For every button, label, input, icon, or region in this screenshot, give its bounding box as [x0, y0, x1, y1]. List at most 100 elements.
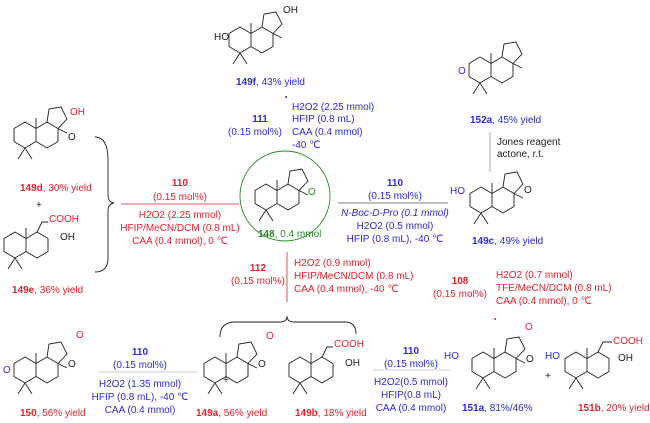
- catalyst-loading: (0.15 mol%): [113, 360, 167, 371]
- group-o: O: [526, 354, 534, 365]
- compound-id: 149d: [20, 183, 43, 194]
- compound-yield: , 43% yield: [256, 77, 305, 88]
- condition: CAA (0.4 mmol): [376, 403, 447, 414]
- condition: H2O2 (2.25 mmol): [292, 102, 374, 113]
- svg-text:149b, 18% yield: 149b, 18% yield: [295, 408, 367, 419]
- compound-yield: , 36% yield: [34, 285, 83, 296]
- condition: N-Boc-D-Pro (0.1 mmol): [341, 208, 449, 219]
- group-oh: OH: [618, 353, 633, 364]
- jones-reagent: Jones reagent: [497, 137, 561, 148]
- catalyst-label: 112: [250, 263, 267, 274]
- catalyst-loading: (0.15 mol%): [228, 127, 282, 138]
- group-o: O: [68, 132, 76, 143]
- group-o: O: [524, 185, 532, 196]
- catalyst-loading: (0.15 mol%): [384, 359, 438, 370]
- compound-150: O O O 150, 56% yield: [3, 330, 86, 419]
- condition: CAA (0.4 mmol): [292, 127, 363, 138]
- group-carbonyl-o: O: [266, 331, 274, 342]
- group-cooh: COOH: [49, 214, 79, 225]
- group-o: O: [68, 359, 76, 370]
- group-ho: HO: [444, 351, 459, 362]
- group-ho: HO: [214, 32, 229, 43]
- condition: HFIP/MeCN/DCM (0.8 mL): [120, 223, 239, 234]
- compound-yield: , 56% yield: [37, 408, 86, 419]
- svg-text:151a, 81%/46%: 151a, 81%/46%: [462, 403, 533, 414]
- group-carbonyl-o: O: [525, 322, 533, 333]
- condition: HFIP (0.8 mL), -40 ℃: [347, 234, 444, 245]
- condition: H2O2 (1.35 mmol): [99, 379, 181, 390]
- svg-text:149a, 56% yield: 149a, 56% yield: [196, 408, 267, 419]
- condition: H2O2 (0.7 mmol): [496, 270, 573, 281]
- group-cooh: COOH: [613, 336, 643, 347]
- group-cooh: COOH: [334, 339, 364, 350]
- group-ketone-o: O: [458, 66, 466, 77]
- compound-id: 148: [258, 229, 275, 240]
- compound-149c: HO O 149c, 49% yield: [450, 171, 543, 247]
- jones-solvent: actone, r.t.: [497, 149, 544, 160]
- svg-text:149d, 30% yield: 149d, 30% yield: [20, 183, 92, 194]
- compound-id: 150: [20, 408, 37, 419]
- condition: H2O2 (0.9 mmol): [294, 258, 371, 269]
- plus-sign: +: [36, 200, 42, 211]
- catalyst-label: 110: [172, 178, 189, 189]
- compound-amount: , 0.4 mmol: [275, 229, 322, 240]
- condition: CAA (0.4 mmol), 0 ℃: [132, 236, 228, 247]
- compound-yield: , 49% yield: [494, 236, 543, 247]
- catalyst-loading: (0.15 mol%): [231, 276, 285, 287]
- compound-id: 149f: [236, 77, 257, 88]
- compound-yield: , 18% yield: [318, 408, 367, 419]
- condition: TFE/MeCN/DCM (0.8 mL): [496, 283, 612, 294]
- catalyst-loading: (0.15 mol%): [153, 192, 207, 203]
- group-ho: HO: [450, 186, 465, 197]
- plus-sign: +: [223, 375, 229, 386]
- compound-148: O 148, 0.4 mmol: [239, 150, 331, 242]
- catalyst-label: 108: [452, 276, 469, 287]
- condition: H2O2(0.5 mmol): [374, 377, 448, 388]
- condition: -40 ℃: [292, 140, 320, 151]
- arrow-head: [494, 318, 496, 320]
- bracket-left: [94, 136, 115, 273]
- compound-id: 151a: [462, 403, 485, 414]
- condition: H2O2 (2.25 mmol): [139, 210, 221, 221]
- condition: H2O2 (0.5 mmol): [357, 221, 434, 232]
- condition: HFIP (0.8 mL), -40 ℃: [92, 392, 189, 403]
- condition: HFIP (0.8 mL): [292, 114, 355, 125]
- compound-149e: COOH OH 149e, 36% yield: [3, 214, 83, 296]
- compound-yield: , 30% yield: [43, 183, 92, 194]
- compound-149a: O O 149a, 56% yield: [196, 331, 274, 419]
- bracket-bottom: [219, 315, 357, 338]
- compound-yield: , 56% yield: [218, 408, 267, 419]
- catalyst-loading: (0.15 mol%): [368, 191, 422, 202]
- compound-id: 149a: [196, 408, 219, 419]
- compound-id: 149c: [472, 236, 495, 247]
- group-o: O: [258, 359, 266, 370]
- svg-text:149f, 43% yield: 149f, 43% yield: [236, 77, 305, 88]
- svg-text:149e, 36% yield: 149e, 36% yield: [12, 285, 83, 296]
- compound-yield: , 81%/46%: [484, 403, 532, 414]
- plus-sign: +: [545, 371, 551, 382]
- compound-149f: HO OH 149f, 43% yield: [214, 5, 305, 88]
- compound-149b: COOH OH 149b, 18% yield: [288, 339, 367, 419]
- compound-149d: OH O 149d, 30% yield: [13, 106, 92, 194]
- highlight-circle: [239, 150, 331, 242]
- compound-151a: HO O O 151a, 81%/46%: [444, 322, 534, 414]
- compound-yield: , 20% yield: [601, 403, 650, 414]
- compound-id: 152a: [470, 115, 493, 126]
- group-oh: OH: [283, 5, 298, 16]
- compound-151b: HO COOH OH 151b, 20% yield: [545, 336, 650, 414]
- catalyst-loading: (0.15 mol%): [433, 289, 487, 300]
- catalyst-label: 111: [252, 114, 268, 125]
- svg-text:149c, 49% yield: 149c, 49% yield: [472, 236, 543, 247]
- svg-text:152a, 45% yield: 152a, 45% yield: [470, 115, 541, 126]
- group-o: O: [308, 187, 316, 198]
- condition: HFIP(0.8 mL): [381, 390, 441, 401]
- compound-id: 149b: [295, 408, 318, 419]
- catalyst-label: 110: [132, 347, 149, 358]
- svg-text:151b, 20% yield: 151b, 20% yield: [578, 403, 650, 414]
- group-carbonyl-o: O: [76, 330, 84, 341]
- condition: HFIP/MeCN/DCM (0.8 mL): [294, 271, 413, 282]
- catalyst-label: 110: [403, 346, 420, 357]
- svg-text:148, 0.4 mmol: 148, 0.4 mmol: [258, 229, 321, 240]
- catalyst-label: 110: [387, 178, 404, 189]
